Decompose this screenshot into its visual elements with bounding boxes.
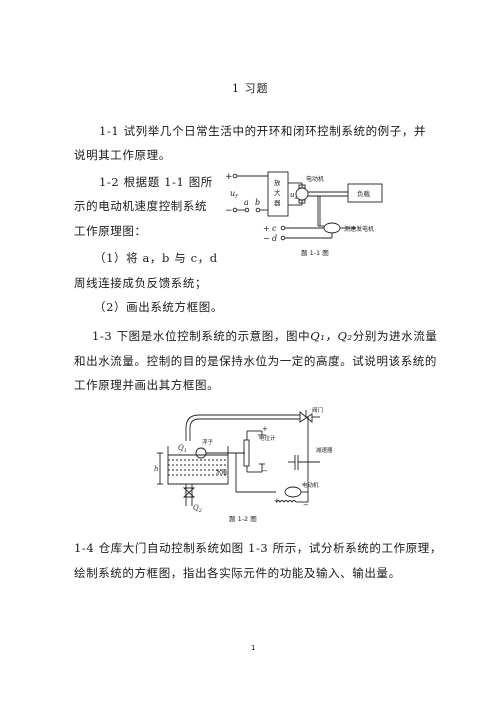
- problem-1-1-line1: 1-1 试列举几个日常生活中的开环和闭环控制系统的例子，并: [99, 124, 427, 138]
- figure-1-1-caption: 题 1-1 图: [301, 249, 329, 257]
- c-plus-label: +: [263, 224, 270, 233]
- problem-1-3-line1: 1-3 下图是水位控制系统的示意图，图中Q₁，Q₂分别为进水流量: [92, 329, 438, 343]
- terminal-minus-top: [232, 207, 238, 213]
- problem-1-3-text-b: 分别为进水流量: [352, 329, 438, 343]
- problem-1-2-item2: （2）画出系统方框图。: [94, 300, 223, 314]
- potentiometer: [243, 439, 250, 467]
- pot-plus-label: +: [262, 425, 268, 433]
- b-label: b: [255, 198, 260, 207]
- motor-symbol: [284, 486, 302, 498]
- a-label: a: [244, 198, 249, 207]
- problem-1-3-line3: 工作原理并画出其方框图。: [74, 378, 220, 392]
- amp-label-2: 大: [274, 188, 281, 197]
- d-label: d: [272, 234, 277, 243]
- pot-minus-label: −: [262, 467, 268, 475]
- motor-plus-label: +: [274, 497, 280, 505]
- minus-label: −: [225, 206, 233, 216]
- d-minus-label: −: [263, 234, 270, 243]
- problem-1-2-item1-cont: 周线连接成负反馈系统；: [74, 276, 208, 290]
- c-label: c: [272, 224, 277, 233]
- plus-label: +: [225, 172, 233, 182]
- motor-minus-label: −: [303, 501, 309, 509]
- amp-label-3: 器: [274, 199, 281, 207]
- amplifier-box: [267, 171, 289, 217]
- problem-1-2-line1: 1-2 根据题 1-1 图所: [99, 175, 213, 189]
- problem-1-4-line1: 1-4 仓库大门自动控制系统如图 1-3 所示，试分析系统的工作原理，: [74, 541, 443, 555]
- tacho-label: 测速发电机: [344, 225, 374, 233]
- ua-label: ua: [290, 191, 298, 201]
- q1-label: Q1: [178, 444, 187, 454]
- problem-1-2-line3: 工作原理图：: [74, 224, 147, 238]
- motor-label: 电动机: [302, 481, 319, 489]
- pot-label: 电位计: [259, 434, 276, 442]
- terminal-c: [280, 225, 286, 231]
- terminal-b: [255, 207, 261, 213]
- ur-label: ur: [230, 189, 239, 200]
- problem-1-3-line2: 和出水流量。控制的目的是保持水位为一定的高度。试说明该系统的: [74, 354, 437, 368]
- motor-label: 电动机: [306, 175, 324, 183]
- terminal-plus-top: [232, 173, 238, 179]
- q2-label: Q2: [193, 504, 202, 514]
- float-label: 浮子: [202, 438, 214, 446]
- h-label: h: [154, 465, 159, 473]
- valve-label: 阀门: [312, 406, 323, 414]
- problem-1-4-line2: 绘制系统的方框图，指出各实际元件的功能及输入、输出量。: [74, 566, 401, 580]
- outflow-valve: [182, 487, 196, 498]
- problem-1-1-line2: 说明其工作原理。: [74, 148, 171, 162]
- problem-1-2-item1: （1）将 a，b 与 c，d: [94, 251, 218, 265]
- problem-1-3-text-a: 1-3 下图是水位控制系统的示意图，图中: [92, 329, 311, 343]
- page-number: 1: [251, 644, 256, 652]
- problem-1-2-line2: 示的电动机速度控制系统: [74, 199, 208, 213]
- terminal-a: [244, 207, 250, 213]
- amp-label-1: 放: [274, 178, 281, 187]
- terminal-d: [280, 235, 286, 241]
- q-symbols: Q₁，Q₂: [310, 329, 353, 343]
- tank-label: 水箱: [216, 468, 228, 476]
- load-box: [347, 183, 383, 203]
- figure-1-2-caption: 题 1-2 图: [229, 515, 257, 523]
- load-label: 负载: [357, 189, 371, 198]
- reducer-label: 减速器: [316, 446, 333, 454]
- float: [195, 447, 207, 459]
- page-title: 1 习题: [232, 82, 269, 95]
